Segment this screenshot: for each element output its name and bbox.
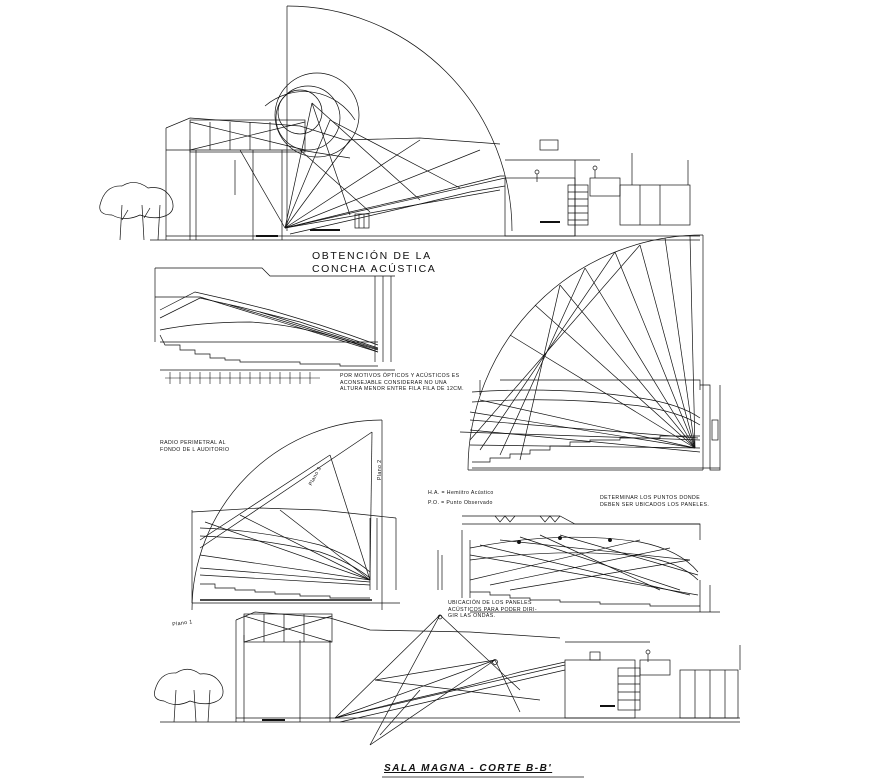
legend-ha: H.A. = Hemiitro Acústico — [428, 490, 494, 496]
label-plano-2: Plano 2 — [377, 459, 383, 480]
section-radius-left — [191, 419, 400, 611]
legend-acoustic: H.A. = Hemiitro Acústico P.O. = Punto Ob… — [428, 490, 494, 506]
note-panels: UBICACIÓN DE LOS PANELES ACÚSTICOS PARA … — [448, 600, 537, 620]
note-optical-line-2: ACONSEJABLE CONSIDERAR NO UNA — [340, 379, 448, 386]
legend-po: P.O. = Punto Observado — [428, 499, 493, 506]
note-points-line-2: DEBEN SER UBICADOS LOS PANELES. — [600, 501, 710, 508]
section-panel-points — [437, 515, 720, 613]
title-line-2: CONCHA ACÚSTICA — [312, 263, 437, 276]
note-points-line-1: DETERMINAR LOS PUNTOS DONDE — [600, 495, 701, 501]
section-acoustic-fan — [459, 234, 721, 471]
note-optical: POR MOTIVOS ÓPTICOS Y ACÚSTICOS ES ACONS… — [340, 373, 464, 393]
note-optical-line-1: POR MOTIVOS ÓPTICOS Y ACÚSTICOS ES — [340, 373, 460, 379]
note-radius: RADIO PERIMETRAL AL FONDO DE L AUDITORIO — [160, 440, 229, 453]
note-panels-line-2: ACÚSTICOS PARA PODER DIRI- — [448, 606, 537, 613]
note-points: DETERMINAR LOS PUNTOS DONDE DEBEN SER UB… — [600, 495, 709, 508]
section-bottom — [160, 611, 741, 746]
note-radius-line-2: FONDO DE L AUDITORIO — [160, 446, 230, 453]
note-radius-line-1: RADIO PERIMETRAL AL — [160, 440, 226, 446]
section-profile-left — [154, 267, 395, 384]
note-panels-line-3: GIR LAS ONDAS. — [448, 613, 496, 619]
trees-top — [99, 182, 174, 241]
note-panels-line-1: UBICACIÓN DE LOS PANELES — [448, 600, 532, 606]
trees-bottom — [154, 668, 224, 723]
title-line-1: OBTENCIÓN DE LA — [312, 250, 432, 262]
note-optical-line-3: ALTURA MENOR ENTRE FILA FILA DE 12CM. — [340, 386, 464, 392]
title-concha-acustica: OBTENCIÓN DE LA CONCHA ACÚSTICA — [312, 250, 436, 276]
section-top — [150, 5, 700, 241]
sheet-title: SALA MAGNA - CORTE B-B' — [384, 763, 553, 774]
